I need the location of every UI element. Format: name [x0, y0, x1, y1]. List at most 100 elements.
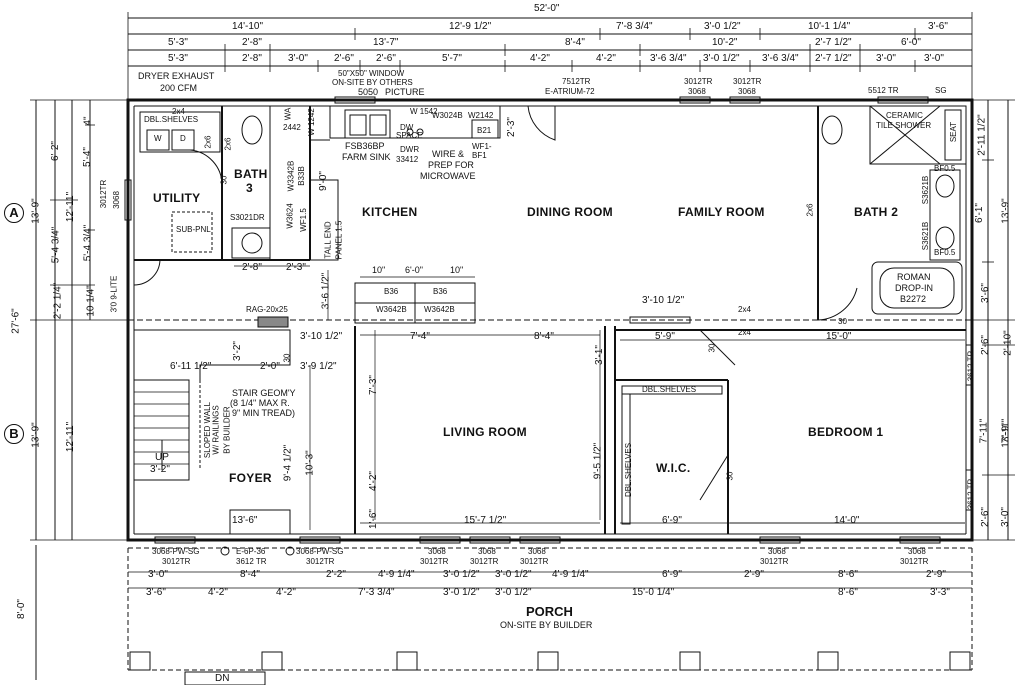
interior-dim: 15'-0" [826, 331, 852, 342]
left-dim: 13'-9" [30, 422, 42, 448]
right-dim: 2'-6" [979, 507, 991, 527]
dryer-label: D [180, 134, 186, 143]
top-dim: 10'-2" [712, 37, 738, 48]
left-dim: 5'-4 3/4" [82, 224, 94, 262]
atrium-door-label: E-ATRIUM-72 [545, 87, 595, 96]
wa-label: WA [283, 107, 293, 121]
top-dim: 3'-0" [924, 53, 944, 64]
interior-dim: 15'-7 1/2" [464, 515, 507, 526]
left-window-label-2: 3068 [111, 191, 121, 209]
porch-down-label: DN [215, 673, 230, 684]
dw-space-label: SPACE [396, 131, 423, 140]
wa-number: 2442 [283, 123, 301, 132]
left-door-label: 3'0 9-LITE [109, 275, 119, 313]
island-dim-c: 10" [450, 265, 464, 275]
bottom-dim: 2'-2" [326, 569, 346, 580]
x2x6-label: 2x6 [223, 137, 233, 151]
tall-end-label: TALL END [323, 221, 333, 259]
base-cabinet-a: B36 [384, 287, 399, 296]
window-note-1: 50"X50" WINDOW [338, 69, 405, 78]
right-dim: 2'-10" [1002, 330, 1014, 356]
bottom-dim: 2'-9" [744, 569, 764, 580]
ceramic-label-1: CERAMIC [886, 111, 923, 120]
wf1-label: WF1- [472, 142, 492, 151]
bottom-dim: 15'-0 1/4" [632, 587, 675, 598]
window-label: 3068 [528, 547, 546, 556]
base-cabinet-b: B36 [433, 287, 448, 296]
interior-dim: 2'-3" [286, 262, 306, 273]
left-dim: 12'-11" [65, 191, 77, 223]
left-dim: 12'-11" [65, 421, 77, 453]
interior-dim: 2'-3" [505, 117, 517, 137]
bottom-dim: 3'-0 1/2" [443, 569, 480, 580]
dryer-note: DRYER EXHAUST [138, 71, 215, 81]
top-dim: 5'-7" [442, 53, 462, 64]
top-dim: 3'-0" [876, 53, 896, 64]
stair-note-3: 9" MIN TREAD) [232, 408, 296, 418]
island-dim-b: 6'-0" [405, 265, 423, 275]
room-dining-label: DINING ROOM [527, 205, 613, 219]
roman-tub-1: ROMAN [897, 272, 931, 282]
interior-dim: 6'-11 1/2" [170, 361, 212, 372]
window-label: 3068 [478, 547, 496, 556]
window-3068-b: 3068 [738, 87, 756, 96]
interior-dim: 3'-10 1/2" [642, 295, 685, 306]
bf05-label-a: BF0.5 [934, 164, 956, 173]
rag-label: RAG-20x25 [246, 305, 288, 314]
right-dim: 7'-11" [1000, 418, 1012, 444]
top-dim: 10'-1 1/4" [808, 21, 851, 32]
left-dim: 13'-9" [30, 198, 42, 224]
left-dim: 6'-2" [49, 141, 61, 161]
top-dim: 2'-6" [334, 53, 354, 64]
b33-label: B33B [296, 166, 306, 186]
door-30-label: 30 [219, 175, 229, 185]
interior-dim: 13'-6" [232, 515, 258, 526]
top-dim: 14'-10" [232, 21, 264, 32]
window-label: 3012TR [520, 557, 549, 566]
panel-label: PANEL 1.5 [334, 220, 344, 260]
top-dim: 2'-6" [376, 53, 396, 64]
wic-shelves-vertical: DBL.SHELVES [624, 442, 634, 498]
top-dim: 3'-0 1/2" [703, 53, 740, 64]
bottom-dim: 4'-2" [208, 587, 228, 598]
window-label: 3068 [908, 547, 926, 556]
bottom-dim: 3'-0" [148, 569, 168, 580]
interior-dim: 2'-0" [260, 361, 280, 372]
side-door-label: 3068-PW-SG [296, 547, 344, 556]
picture-number: 5050 [358, 87, 379, 97]
sloped-wall-3: BY BUILDER [222, 406, 232, 454]
room-family-label: FAMILY ROOM [678, 205, 765, 219]
sink-cabinet-b: S3621B [921, 221, 931, 251]
overall-width-dim: 52'-0" [534, 3, 560, 14]
top-dim: 3'-0 1/2" [704, 21, 741, 32]
left-dim: 5'-4" [81, 147, 93, 167]
bedroom-window-b: 3612 TR [966, 478, 976, 510]
bottom-dim: 3'-0 1/2" [495, 587, 532, 598]
window-3012-b: 3012TR [733, 77, 762, 86]
x2x6-label-c: 2x6 [203, 135, 213, 149]
top-dim: 2'-7 1/2" [815, 37, 852, 48]
top-dim: 5'-3" [168, 37, 188, 48]
right-dim: 2'-11 1/2" [976, 114, 988, 156]
wire-note-3: MICROWAVE [420, 171, 476, 181]
bottom-dim: 6'-9" [662, 569, 682, 580]
top-dim: 7'-8 3/4" [616, 21, 653, 32]
top-dim: 3'-6 3/4" [762, 53, 799, 64]
interior-dim: 14'-0" [834, 515, 860, 526]
w3624-label: W3624 [285, 203, 295, 229]
interior-dim: 9'-4 1/2" [282, 444, 294, 482]
b21-label: B21 [477, 126, 492, 135]
right-dim: 2'-6" [979, 335, 991, 355]
window-label: 3012TR [760, 557, 789, 566]
room-foyer-label: FOYER [229, 471, 272, 485]
bottom-dim: 3'-3" [930, 587, 950, 598]
island-dim-a: 10" [372, 265, 386, 275]
bottom-dim: 4'-9 1/4" [378, 569, 415, 580]
room-porch-label: PORCH [526, 604, 573, 619]
top-dim: 3'-0" [288, 53, 308, 64]
interior-dim: 3'-6 1/2" [320, 272, 332, 310]
window-label: 3068 [768, 547, 786, 556]
left-dim: 2'-2 1/4" [52, 282, 64, 320]
wire-note-2: PREP FOR [428, 160, 474, 170]
sink-model: FSB36BP [345, 141, 385, 151]
